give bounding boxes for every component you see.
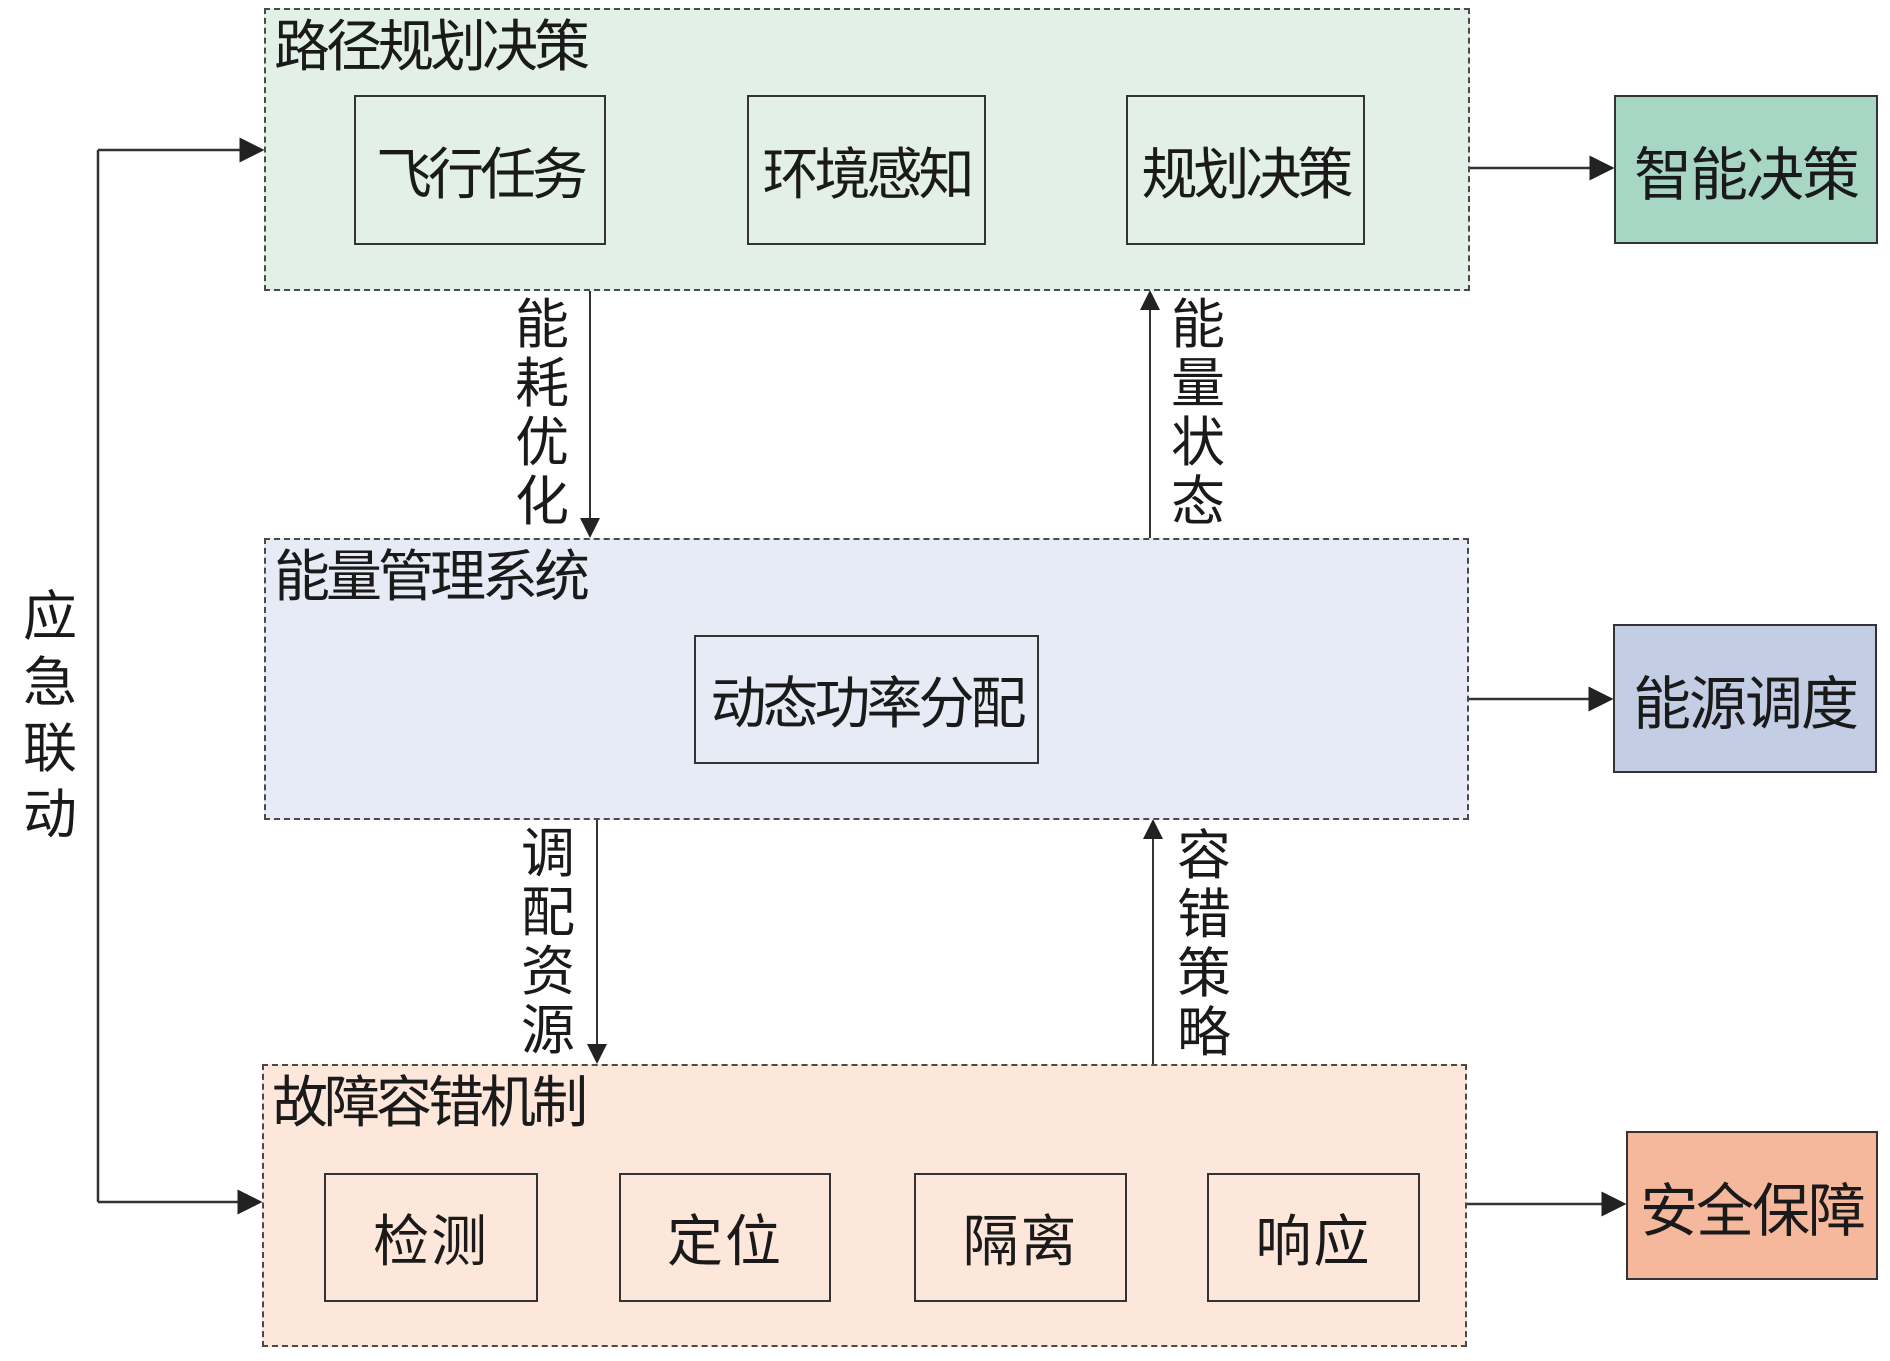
label-energy-optimization: 能耗优化 [515,293,569,533]
step-isolate: 隔离 [914,1173,1127,1302]
step-environment-perception: 环境感知 [747,95,986,245]
step-detect: 检测 [324,1173,538,1302]
output-label: 智能决策 [1633,140,1860,209]
step-label: 检测 [373,1210,489,1275]
group-title-path-planning: 路径规划决策 [274,15,590,80]
step-label: 环境感知 [762,142,975,208]
label-fault-strategy: 容错策略 [1177,824,1231,1064]
step-label: 规划决策 [1141,142,1354,208]
step-label: 飞行任务 [376,142,588,208]
group-title-fault-tolerance: 故障容错机制 [272,1071,588,1136]
output-label: 能源调度 [1632,669,1859,738]
step-dynamic-power-allocation: 动态功率分配 [694,635,1039,764]
group-energy-management: 能量管理系统 [264,538,1469,820]
step-label: 隔离 [962,1210,1079,1275]
step-label: 定位 [667,1210,783,1275]
output-label: 安全保障 [1639,1176,1866,1245]
output-energy-dispatch: 能源调度 [1613,624,1877,773]
output-smart-decision: 智能决策 [1614,95,1878,244]
label-energy-state: 能量状态 [1171,293,1225,533]
group-fault-tolerance: 故障容错机制 [262,1064,1467,1347]
label-emergency-linkage: 应急联动 [23,585,77,846]
output-safety-assurance: 安全保障 [1626,1131,1878,1280]
step-locate: 定位 [619,1173,831,1302]
label-resource-allocation: 调配资源 [521,822,575,1062]
group-title-energy-management: 能量管理系统 [274,545,590,610]
step-planning-decision: 规划决策 [1126,95,1365,245]
step-respond: 响应 [1207,1173,1420,1302]
step-label: 响应 [1255,1210,1372,1275]
step-flight-task: 飞行任务 [354,95,606,245]
step-label: 动态功率分配 [710,672,1027,737]
